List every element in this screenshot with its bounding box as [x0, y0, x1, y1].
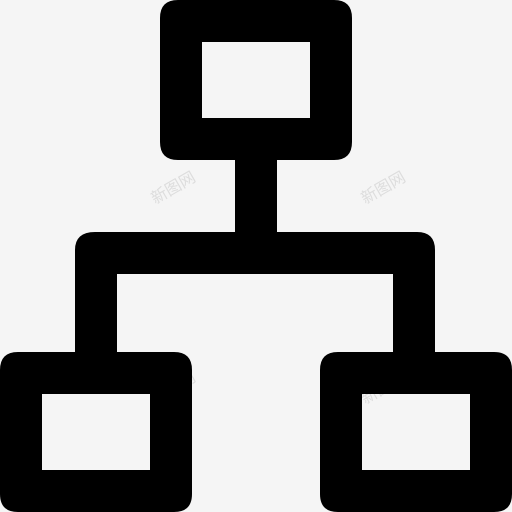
watermark-text: 新图网 [358, 167, 409, 207]
bottom-left-node-box [0, 352, 192, 512]
bottom-right-node-box [320, 352, 512, 512]
top-node-box [160, 0, 352, 160]
connector-branch [75, 232, 435, 355]
watermark-text: 新图网 [148, 167, 199, 207]
connector-stem [235, 158, 277, 234]
